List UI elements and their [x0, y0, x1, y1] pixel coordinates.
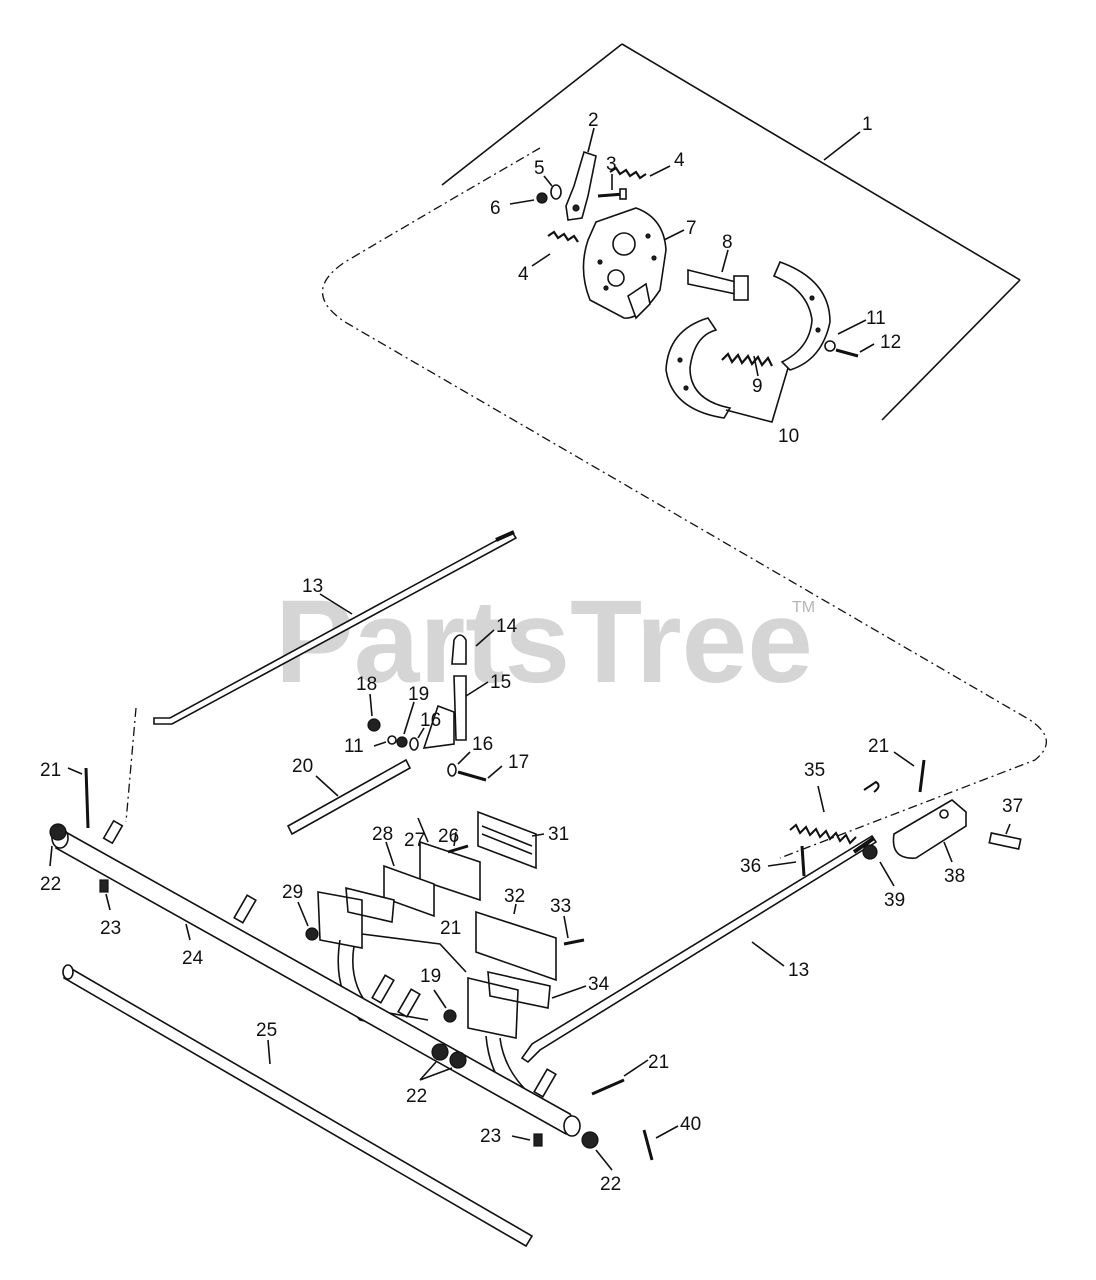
callout-15: 15	[490, 672, 511, 693]
callout-16: 16	[472, 734, 493, 755]
callout-23: 23	[480, 1126, 501, 1147]
callout-13: 13	[788, 960, 809, 981]
brake-assembly-group	[125, 43, 1047, 859]
return-spring	[721, 352, 773, 367]
callout-23: 23	[100, 918, 121, 939]
callout-16: 16	[420, 710, 441, 731]
callout-5: 5	[534, 158, 545, 179]
callout-27: 27	[404, 830, 425, 851]
callout-10: 10	[778, 426, 799, 447]
brake-shoe-right	[772, 260, 831, 371]
pedal-plate-27	[419, 840, 481, 902]
callout-6: 6	[490, 198, 501, 219]
callout-35: 35	[804, 760, 825, 781]
callout-12: 12	[880, 332, 901, 353]
callout-26: 26	[438, 826, 459, 847]
brake-shaft	[687, 268, 737, 295]
callout-18: 18	[356, 674, 377, 695]
callout-7: 7	[686, 218, 697, 239]
callout-31: 31	[548, 824, 569, 845]
watermark-brand: PartsTree	[275, 576, 813, 708]
callout-28: 28	[372, 824, 393, 845]
callout-22: 22	[600, 1174, 621, 1195]
callout-20: 20	[292, 756, 313, 777]
callout-33: 33	[550, 896, 571, 917]
callout-25: 25	[256, 1020, 277, 1041]
callout-22: 22	[406, 1086, 427, 1107]
callout-14: 14	[496, 616, 518, 637]
callout-8: 8	[722, 232, 733, 253]
leader-lines	[49, 127, 1011, 1171]
brake-shoe-left	[665, 317, 732, 419]
callout-29: 29	[282, 882, 303, 903]
linkage-group	[49, 530, 1022, 1248]
callout-17: 17	[508, 752, 529, 773]
callout-3: 3	[606, 154, 617, 175]
watermark-trademark: TM	[792, 599, 815, 616]
callout-34: 34	[588, 974, 610, 995]
callout-19: 19	[408, 684, 429, 705]
pedal-plate-28	[383, 864, 435, 918]
callout-4: 4	[674, 150, 685, 171]
callout-22: 22	[40, 874, 61, 895]
group-boundary	[321, 147, 1047, 859]
callout-32: 32	[504, 886, 525, 907]
callouts: 1 2 3 4 4 5 6 7 8 9 10 11 12 13 14 15 18…	[40, 110, 1023, 1195]
pedal-bracket-right	[467, 970, 551, 1039]
callout-11: 11	[344, 736, 364, 757]
pedal-pad	[477, 810, 537, 870]
callout-37: 37	[1002, 796, 1023, 817]
callout-9: 9	[752, 376, 763, 397]
pivot-plate	[422, 704, 455, 749]
pedal-arm	[453, 675, 467, 741]
callout-21: 21	[40, 760, 61, 781]
callout-19: 19	[420, 966, 441, 987]
spring-lower	[547, 230, 579, 243]
brake-lever	[565, 150, 597, 221]
callout-1: 1	[862, 114, 873, 135]
callout-4: 4	[518, 264, 529, 285]
pedal-cap	[451, 634, 467, 665]
backing-plate	[582, 207, 667, 319]
long-tube	[62, 966, 534, 1248]
callout-24: 24	[182, 948, 204, 969]
callout-21: 21	[868, 736, 889, 757]
pivot-rod	[286, 758, 412, 836]
clevis	[892, 799, 967, 859]
callout-39: 39	[884, 890, 905, 911]
callout-21: 21	[440, 918, 461, 939]
brake-rod-upper	[153, 530, 518, 725]
pedal-plate-32	[475, 910, 557, 982]
callout-40: 40	[680, 1114, 701, 1135]
brake-rod-lower	[520, 834, 878, 1064]
pedal-bracket-left	[317, 886, 395, 949]
callout-11: 11	[866, 308, 886, 329]
tension-spring	[789, 780, 880, 845]
callout-36: 36	[740, 856, 761, 877]
callout-13: 13	[302, 576, 323, 597]
spring-upper	[609, 166, 647, 180]
callout-2: 2	[588, 110, 599, 131]
callout-21: 21	[648, 1052, 669, 1073]
callout-38: 38	[944, 866, 965, 887]
